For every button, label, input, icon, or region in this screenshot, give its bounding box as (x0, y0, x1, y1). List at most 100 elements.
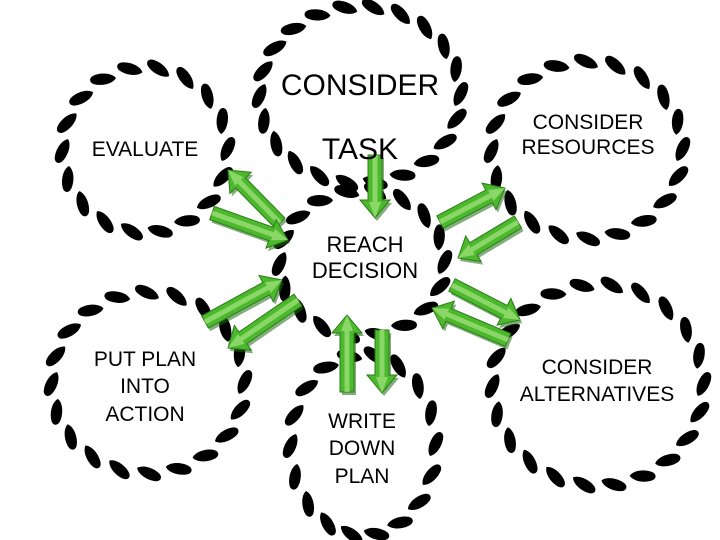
node-label-write-down-plan: WRITE DOWN PLAN (328, 410, 396, 488)
ring-dash (524, 210, 541, 234)
ring-dash (84, 445, 101, 469)
ring-dash (76, 191, 90, 217)
ring-dash (109, 460, 130, 480)
ring-dash (270, 130, 283, 157)
ring-dash (416, 15, 433, 40)
arrow-highlight (432, 308, 509, 343)
arrow-action-to-decision (200, 274, 284, 332)
ring-dash (287, 150, 304, 175)
arrow-highlight (341, 315, 353, 392)
ring-dash (57, 323, 81, 339)
ring-dash (165, 463, 192, 475)
ring-dash (390, 354, 406, 378)
ring-dash (304, 9, 331, 21)
node-label-consider-alternatives: CONSIDER ALTERNATIVES (519, 356, 675, 407)
ring-dash (576, 231, 600, 247)
arrows (200, 154, 524, 396)
arrow-highlight (228, 297, 300, 348)
ring-dash (422, 464, 442, 485)
ring-dash (450, 56, 462, 83)
ring-dash (295, 380, 319, 397)
ring-dash (428, 432, 444, 456)
arrow-highlight (376, 330, 388, 393)
ring-dash (137, 466, 161, 482)
ring-dash (147, 225, 173, 238)
arrow-highlight (203, 280, 282, 325)
ring-dash (630, 215, 657, 227)
ring-dash (253, 61, 273, 82)
ring-dash (120, 223, 143, 241)
ring-dash (655, 453, 681, 467)
ring-dash (668, 166, 689, 186)
node-label-reach-decision: REACH DECISION (311, 232, 419, 284)
ring-dash (407, 493, 431, 510)
ring-dash (215, 427, 239, 443)
ring-dash (77, 304, 104, 317)
ring-dash (307, 195, 333, 207)
ring-dash (504, 427, 516, 453)
ring-dash (497, 91, 521, 107)
ring-dash (671, 108, 684, 135)
ring-dash (433, 133, 457, 150)
node-label-evaluate: EVALUATE (91, 138, 199, 161)
ring-dash (54, 139, 70, 163)
ring-dash (302, 491, 314, 517)
ring-dash (61, 166, 74, 192)
arrow-write-to-decision (330, 314, 364, 395)
ring-dash (340, 525, 363, 540)
ring-dash (491, 401, 503, 428)
ring-dash (391, 319, 417, 331)
ring-dash (313, 361, 339, 374)
ring-dash (174, 215, 200, 227)
ring-dash (522, 449, 538, 474)
ring-dash (45, 346, 66, 367)
ring-dash (135, 284, 159, 300)
ring-dash (653, 193, 677, 209)
ring-dash (490, 165, 503, 192)
arrow-decision-to-alternatives (448, 278, 522, 329)
ring-dash (437, 33, 450, 60)
ring-dash (389, 169, 416, 181)
ring-dash (430, 276, 451, 296)
ring-dash (390, 3, 410, 24)
ring-dash (675, 137, 691, 161)
ring-dash (313, 315, 332, 338)
ring-dash (284, 405, 304, 426)
ring-dash (196, 194, 221, 210)
ring-dash (200, 83, 214, 109)
node-label-consider-resources: CONSIDER RESOURCES (521, 111, 655, 159)
arrow-decision-to-write (365, 329, 399, 396)
ring-dash (631, 282, 650, 303)
ring-dash (453, 82, 469, 106)
arrow-highlight (211, 210, 288, 241)
arrow-decision-to-evaluate (227, 169, 287, 231)
ring-dash (425, 400, 437, 427)
ring-dash (413, 301, 439, 316)
ring-dash (483, 139, 499, 163)
ring-dash (166, 286, 187, 306)
ring-dash (363, 527, 390, 540)
ring-dash (392, 188, 411, 211)
ring-dash (176, 66, 194, 89)
ring-dash (601, 478, 627, 492)
ring-dash (258, 107, 270, 134)
ring-dash (387, 516, 413, 529)
ring-dash (361, 0, 385, 16)
ring-dash (90, 73, 116, 85)
ring-dash (285, 210, 311, 225)
ring-dash (504, 190, 517, 216)
ring-dash (433, 224, 445, 251)
arrow-highlight (438, 188, 505, 225)
ring-dash (192, 449, 219, 462)
ring-dash (680, 317, 692, 343)
ring-dash (263, 40, 287, 57)
ring-dash (96, 211, 114, 234)
ring-consider-resources (483, 53, 691, 247)
ring-dash (230, 399, 251, 420)
ring-dash (696, 372, 712, 396)
arrow-alternatives-to-decision (431, 300, 513, 350)
ring-dash (447, 108, 467, 129)
node-label-consider-task: CONSIDER TASK (280, 69, 440, 166)
